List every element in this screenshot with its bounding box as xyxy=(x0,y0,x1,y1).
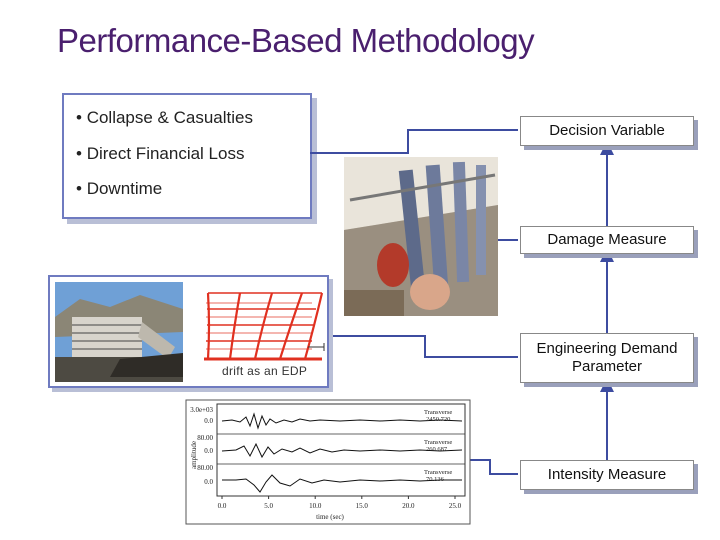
y-tick-zero-2: 0.0 xyxy=(204,447,213,455)
connector-losses-to-dv xyxy=(310,129,518,154)
building-and-frame-panel xyxy=(48,275,329,388)
damage-measure-box: Damage Measure xyxy=(520,226,694,254)
edp-box: Engineering Demand Parameter xyxy=(520,333,694,383)
x-tick-label: 20.0 xyxy=(402,502,415,510)
damage-measure-label: Damage Measure xyxy=(547,231,667,248)
y-tick-top: 3.0e+03 xyxy=(190,406,213,414)
ground-motion-record: 3.0e+03 0.0 80.00 0.0 80.00 0.0 amplitud… xyxy=(185,399,471,525)
x-axis-label: time (sec) xyxy=(316,513,344,521)
intensity-measure-box: Intensity Measure xyxy=(520,460,694,490)
edp-label-line1: Engineering Demand xyxy=(536,340,678,357)
loss-item-financial: • Direct Financial Loss xyxy=(76,144,245,163)
trace-3 xyxy=(222,474,462,493)
trace-2 xyxy=(221,442,463,459)
connector-panel-to-edp xyxy=(325,335,518,358)
x-tick-label: 0.0 xyxy=(218,502,227,510)
edp-caption: drift as an EDP xyxy=(222,364,308,378)
connector-record-to-im xyxy=(470,459,518,475)
page-title: Performance-Based Methodology xyxy=(57,22,535,59)
trace-value-2: 260.687 xyxy=(426,446,448,453)
y-axis-label: amplitude xyxy=(190,441,198,469)
trace-label-2: Transverse xyxy=(424,439,452,446)
y-tick-mid-2: 80.00 xyxy=(197,464,213,472)
panel-graphics xyxy=(55,282,325,382)
x-tick-label: 15.0 xyxy=(356,502,369,510)
loss-label: Collapse & Casualties xyxy=(86,108,253,127)
edp-label-line2: Parameter xyxy=(571,358,643,375)
decision-variable-box: Decision Variable xyxy=(520,116,694,146)
trace-value-3: 70.136 xyxy=(426,476,445,483)
x-tick-label: 5.0 xyxy=(264,502,273,510)
y-tick-zero-3: 0.0 xyxy=(204,478,213,486)
decision-variable-label: Decision Variable xyxy=(549,122,665,139)
trace-1 xyxy=(221,412,463,430)
y-tick-mid: 80.00 xyxy=(197,434,213,442)
loss-label: Downtime xyxy=(86,179,163,198)
trace-label-1: Transverse xyxy=(424,409,452,416)
intensity-measure-label: Intensity Measure xyxy=(547,466,667,483)
building-photo xyxy=(55,282,183,382)
y-tick-zero-1: 0.0 xyxy=(204,417,213,425)
x-tick-label: 25.0 xyxy=(449,502,462,510)
trace-value-1: 2450.720 xyxy=(426,416,450,423)
loss-item-downtime: • Downtime xyxy=(76,179,163,198)
x-tick-label: 10.0 xyxy=(309,502,322,510)
loss-label: Direct Financial Loss xyxy=(86,144,245,163)
frame-drawing xyxy=(204,292,324,361)
trace-label-3: Transverse xyxy=(424,469,452,476)
damage-photo xyxy=(344,157,498,316)
loss-item-collapse: • Collapse & Casualties xyxy=(76,108,253,127)
loss-categories-box: • Collapse & Casualties • Direct Financi… xyxy=(62,93,312,219)
